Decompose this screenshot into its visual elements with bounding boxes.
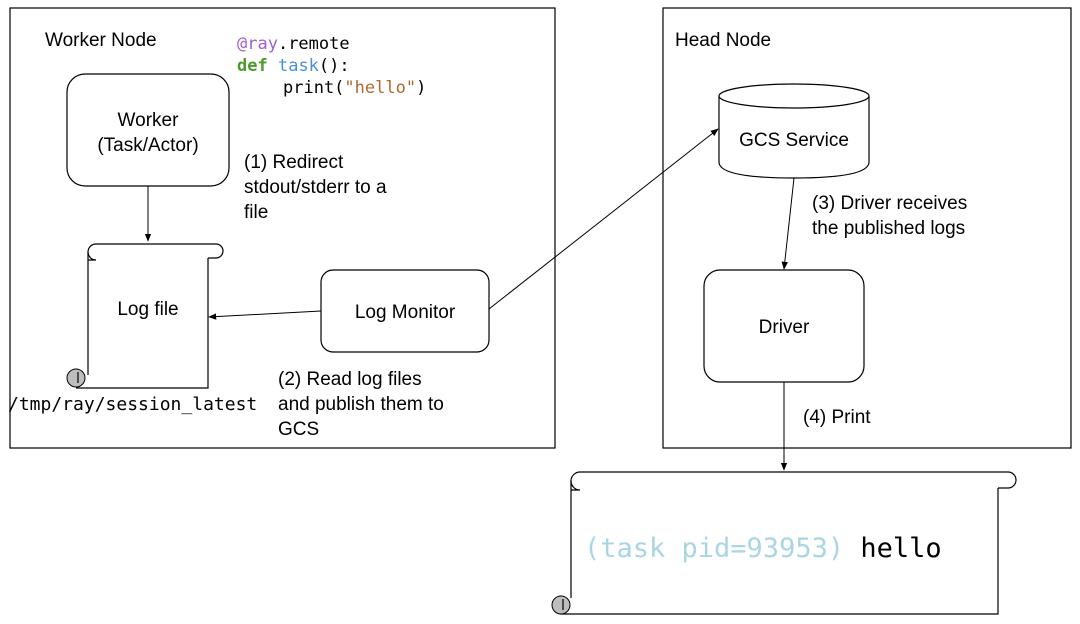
- svg-text:(3) Driver receives: (3) Driver receives: [812, 193, 967, 214]
- log-file-label: Log file: [117, 299, 178, 320]
- svg-text:@ray.remote: @ray.remote: [237, 34, 350, 54]
- svg-text:file: file: [244, 202, 268, 223]
- svg-text:the published logs: the published logs: [812, 218, 965, 239]
- log-file-scroll: Log file: [66, 243, 224, 389]
- log-file-path: /tmp/ray/session_latest: [8, 394, 257, 415]
- gcs-service-label: GCS Service: [739, 130, 849, 151]
- svg-text:GCS: GCS: [278, 419, 319, 440]
- output-message: hello: [860, 533, 941, 564]
- code-print-call: print(: [283, 78, 344, 98]
- worker-box: Worker (Task/Actor): [66, 73, 230, 187]
- code-snippet: @ray.remote def task(): print("hello"): [237, 34, 426, 98]
- gcs-service-cylinder: GCS Service: [718, 83, 870, 179]
- code-func-rest: ():: [319, 56, 350, 76]
- driver-label: Driver: [759, 317, 810, 338]
- edge-gcs-to-driver: [781, 177, 795, 270]
- svg-text:(task pid=93953) hello: (task pid=93953) hello: [584, 533, 942, 564]
- step4-text: (4) Print: [803, 407, 871, 428]
- code-func-name: task: [278, 56, 319, 76]
- code-decorator-rest: .remote: [278, 34, 350, 54]
- svg-text:print("hello"): print("hello"): [283, 78, 426, 98]
- driver-box: Driver: [703, 269, 865, 383]
- edge-monitor-to-gcs: [488, 128, 719, 310]
- head-node-label: Head Node: [675, 30, 771, 51]
- worker-line1: Worker: [118, 110, 180, 131]
- output-prefix: (task pid=93953): [584, 533, 844, 564]
- edge-monitor-to-logfile: [208, 310, 322, 320]
- svg-text:def task():: def task():: [237, 56, 350, 76]
- worker-line2: (Task/Actor): [97, 135, 198, 156]
- worker-node-label: Worker Node: [45, 30, 157, 51]
- svg-text:stdout/stderr to a: stdout/stderr to a: [244, 177, 387, 198]
- svg-text:(1) Redirect: (1) Redirect: [244, 152, 344, 173]
- svg-text:and publish them to: and publish them to: [278, 394, 444, 415]
- step1-text: (1) Redirect stdout/stderr to a file: [244, 152, 387, 223]
- svg-text:(2) Read log files: (2) Read log files: [278, 369, 422, 390]
- log-monitor-box: Log Monitor: [320, 269, 490, 353]
- step2-text: (2) Read log files and publish them to G…: [278, 369, 444, 440]
- code-print-string: "hello": [344, 78, 416, 98]
- step3-text: (3) Driver receives the published logs: [812, 193, 967, 239]
- output-scroll: (task pid=93953) hello: [551, 471, 1017, 615]
- code-print-close: ): [416, 78, 426, 98]
- log-monitor-label: Log Monitor: [355, 302, 456, 323]
- code-decorator-at: @ray: [237, 34, 278, 54]
- code-def-keyword: def: [237, 56, 268, 76]
